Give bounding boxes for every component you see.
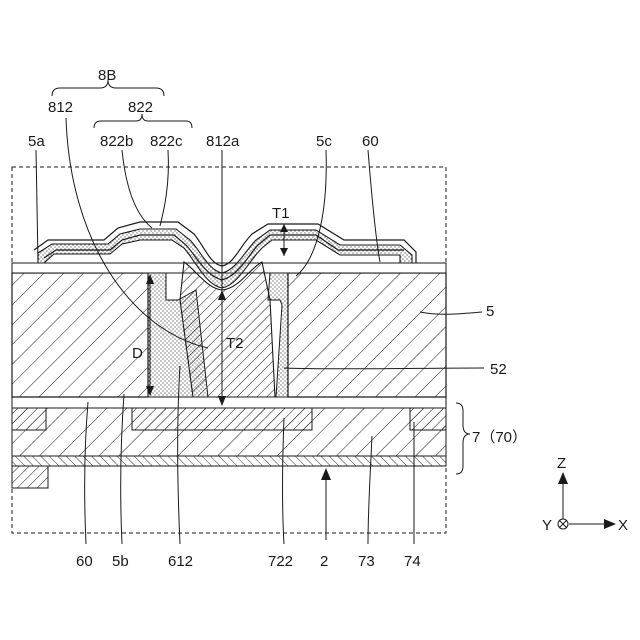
label-7: 7（70） [472, 429, 527, 446]
dim-T1-head-bot [280, 248, 288, 256]
pad-bottom-left [12, 466, 48, 488]
axis-z-head [558, 472, 568, 484]
label-D: D [132, 345, 143, 362]
label-812a: 812a [206, 133, 240, 150]
label-5c: 5c [316, 133, 332, 150]
wiring-74-right [410, 408, 446, 430]
label-2: 2 [320, 553, 328, 570]
arrow-2-head [321, 468, 331, 480]
label-T1: T1 [272, 205, 290, 222]
label-822c: 822c [150, 133, 183, 150]
pad-722 [132, 408, 312, 430]
label-74: 74 [404, 553, 421, 570]
leader-5c [296, 150, 326, 276]
axis-label-x: X [618, 517, 628, 534]
dim-T1-head-top [280, 224, 288, 232]
label-8B: 8B [98, 67, 116, 84]
leader-822c [160, 150, 168, 226]
wiring-74-left [12, 408, 46, 430]
layer-2 [12, 456, 446, 466]
label-822: 822 [128, 99, 153, 116]
label-812: 812 [48, 99, 73, 116]
layer-60-bottom [12, 397, 446, 408]
axis-label-z: Z [557, 455, 566, 472]
brace-7 [456, 403, 470, 474]
label-52: 52 [490, 361, 507, 378]
label-5b: 5b [112, 553, 129, 570]
label-60-bottom: 60 [76, 553, 93, 570]
label-T2: T2 [226, 335, 244, 352]
label-722: 722 [268, 553, 293, 570]
label-5: 5 [486, 303, 494, 320]
label-73: 73 [358, 553, 375, 570]
label-5a: 5a [28, 133, 45, 150]
axis-x-head [604, 519, 616, 529]
label-612: 612 [168, 553, 193, 570]
axis-label-y: Y [542, 517, 552, 534]
label-822b: 822b [100, 133, 133, 150]
label-60-top: 60 [362, 133, 379, 150]
brace-822 [94, 114, 192, 128]
leader-822b [122, 150, 152, 228]
